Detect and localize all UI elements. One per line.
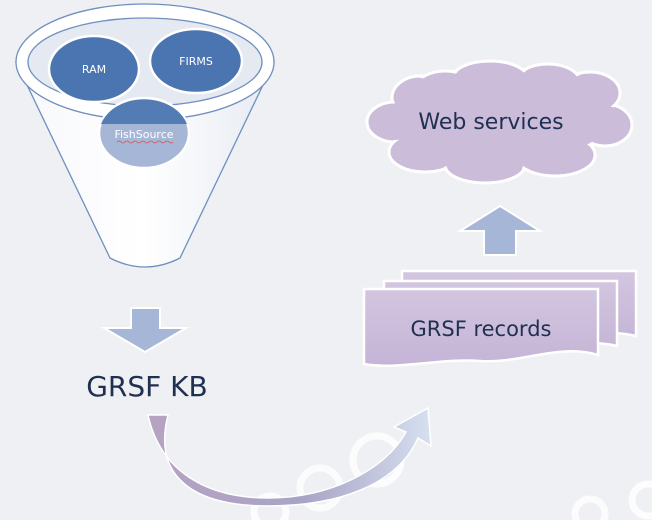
source-fishsource: FishSource	[97, 96, 191, 170]
source-firms: FIRMS	[148, 27, 244, 95]
spellcheck-underline	[116, 140, 174, 144]
source-firms-ellipse	[148, 27, 244, 95]
source-ram: RAM	[47, 34, 141, 104]
funnel: RAM FIRMS FishSource	[14, 3, 276, 268]
deco-ring	[571, 495, 609, 520]
record-page-front	[362, 287, 600, 367]
background-rings	[250, 432, 652, 520]
up-arrow-icon	[456, 204, 544, 256]
deco-ring	[628, 480, 652, 520]
web-services-cloud: Web services	[365, 59, 634, 185]
source-ram-ellipse	[47, 34, 141, 104]
source-fishsource-label: FishSource	[114, 128, 173, 141]
deco-ring	[250, 492, 290, 520]
records-label: GRSF records	[411, 317, 552, 341]
records-stack: GRSF records	[362, 269, 638, 367]
down-arrow-icon	[100, 307, 190, 354]
kb-label: GRSF KB	[86, 370, 208, 403]
source-ram-label: RAM	[82, 63, 106, 76]
source-fishsource-overlap	[101, 99, 187, 124]
source-firms-label: FIRMS	[179, 55, 213, 68]
curved-arrow-icon	[147, 406, 432, 507]
cloud-fill	[369, 63, 630, 181]
web-services-label: Web services	[418, 110, 563, 135]
